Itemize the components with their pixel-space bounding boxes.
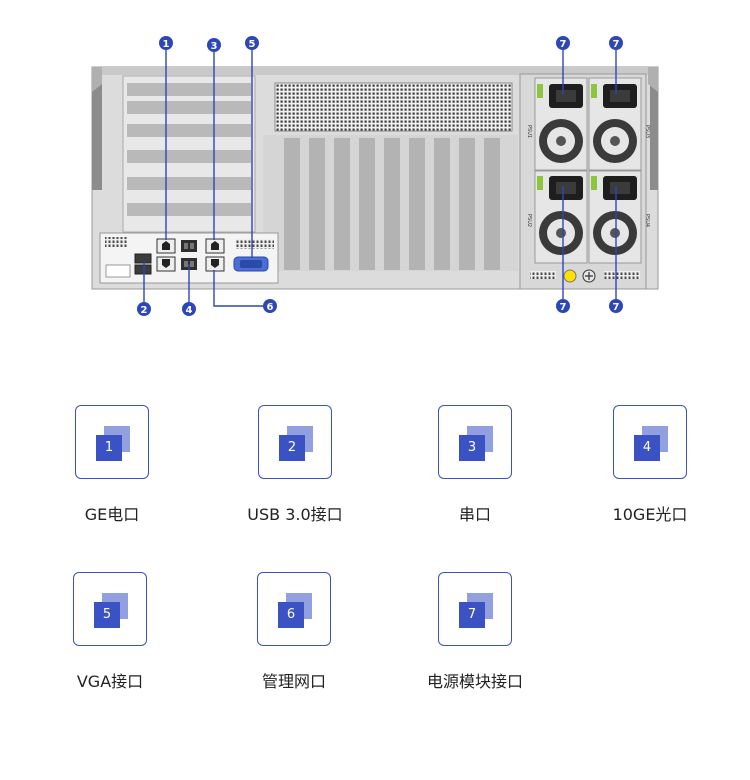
ground-icon: [563, 269, 577, 283]
legend-label: 管理网口: [261, 672, 326, 691]
svg-text:7: 7: [560, 39, 567, 50]
optical-port: [181, 240, 197, 252]
psu-label: PSU2: [526, 214, 532, 227]
legend-number-icon: 5: [73, 572, 147, 646]
psu-module: [534, 170, 588, 264]
svg-text:6: 6: [267, 302, 274, 313]
psu-module: [534, 77, 588, 171]
pcie-slots-left: [122, 75, 256, 233]
io-panel: [99, 232, 279, 284]
leader-lines: [143, 46, 617, 307]
callout: 5: [245, 36, 259, 50]
svg-text:7: 7: [613, 39, 620, 50]
svg-text:4: 4: [186, 305, 193, 316]
legend-number-icon: 6: [257, 572, 331, 646]
legend-number-icon: 1: [75, 405, 149, 479]
psu-bay: PSU1 PSU3 PSU2 PSU4: [519, 73, 650, 290]
callout: 1: [159, 36, 173, 50]
legend-label: 串口: [458, 505, 491, 524]
legend-label: 10GE光口: [612, 505, 688, 524]
usb-port: [134, 253, 152, 264]
psu-label: PSU4: [644, 214, 650, 227]
center-vent-and-slots: [263, 82, 518, 271]
server-rear-panel-diagram: PSU1 PSU3 PSU2 PSU4 1 2 3 4: [91, 36, 659, 316]
svg-text:2: 2: [141, 305, 148, 316]
legend-item-vga: 5 VGA接口: [50, 572, 170, 692]
legend-label: USB 3.0接口: [247, 505, 343, 524]
callout: 4: [182, 302, 196, 316]
legend-item-management: 6 管理网口: [234, 572, 354, 692]
legend-item-serial: 3 串口: [415, 405, 535, 525]
svg-text:7: 7: [613, 302, 620, 313]
legend-item-ge-port: 1 GE电口: [52, 405, 172, 525]
callout: 6: [263, 299, 277, 313]
legend-label: 电源模块接口: [426, 672, 523, 691]
legend-number-icon: 7: [438, 572, 512, 646]
callout: 2: [137, 302, 151, 316]
psu-label: PSU3: [644, 125, 650, 138]
callout: 7: [556, 299, 570, 313]
callout: 3: [207, 38, 221, 52]
callout: 7: [609, 299, 623, 313]
legend-item-10ge: 4 10GE光口: [590, 405, 710, 525]
legend-label: GE电口: [84, 505, 140, 524]
legend-item-usb: 2 USB 3.0接口: [235, 405, 355, 525]
legend-label: VGA接口: [76, 672, 144, 691]
legend-number-icon: 3: [438, 405, 512, 479]
psu-label: PSU1: [526, 125, 532, 138]
legend-number-icon: 4: [613, 405, 687, 479]
legend-item-psu: 7 电源模块接口: [415, 572, 535, 692]
svg-text:1: 1: [163, 39, 170, 50]
svg-text:7: 7: [560, 302, 567, 313]
svg-text:5: 5: [249, 39, 256, 50]
legend-number-icon: 2: [258, 405, 332, 479]
callout: 7: [609, 36, 623, 50]
psu-module: [588, 170, 642, 264]
callout: 7: [556, 36, 570, 50]
usb-port: [134, 264, 152, 275]
svg-text:3: 3: [211, 41, 218, 52]
psu-module: [588, 77, 642, 171]
